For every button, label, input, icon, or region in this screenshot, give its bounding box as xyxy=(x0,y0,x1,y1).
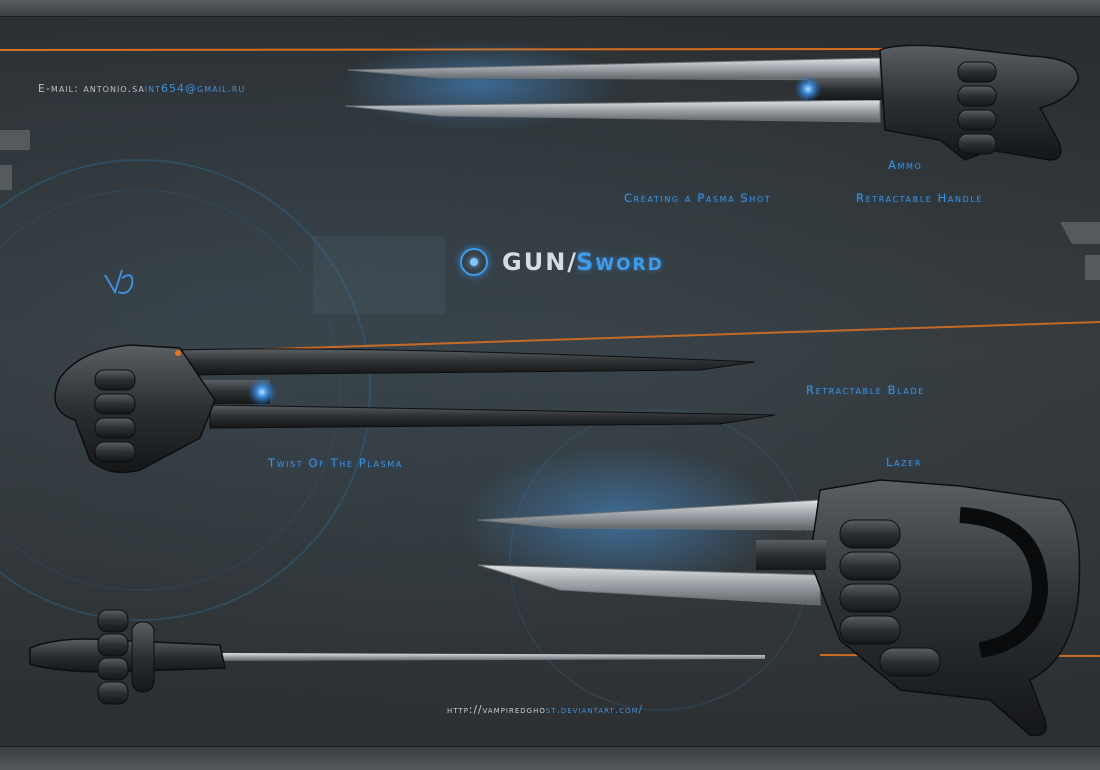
weapon-middle xyxy=(54,344,776,474)
bottom-frame-bar xyxy=(0,746,1100,770)
label-plasma-shot: Creating a Pasma Shot xyxy=(624,191,772,205)
laser-line-middle xyxy=(179,321,1100,353)
blade-middle-lower xyxy=(209,404,776,429)
right-chevron xyxy=(1060,222,1100,280)
page-title: GUN/Sword xyxy=(460,244,664,280)
blade-top-lower xyxy=(344,99,881,123)
footer-url: http://vampiredghost.deviantart.com/ xyxy=(447,704,643,716)
top-frame-bar xyxy=(0,0,1100,17)
laser-emitter-middle xyxy=(175,350,181,356)
email-text-part2: int654@gmail.ru xyxy=(144,82,246,95)
glow-middle xyxy=(247,377,277,407)
blade-large-lower xyxy=(477,564,821,606)
weapon-bottom xyxy=(29,609,765,705)
title-accent: Sword xyxy=(576,248,664,276)
handle-bottom xyxy=(29,638,226,673)
title-separator: / xyxy=(567,248,577,276)
label-retractable-handle: Retractable Handle xyxy=(856,191,984,205)
ammo-cylinder-bottom xyxy=(97,609,155,705)
info-panel xyxy=(313,236,445,314)
url-text-part2: st.deviantart.com/ xyxy=(545,704,644,716)
barrel-top xyxy=(808,78,888,100)
ammo-cylinder-top xyxy=(957,61,997,155)
bg-ring-outer xyxy=(0,159,371,621)
ammo-cylinder-middle xyxy=(94,369,136,463)
blade-middle-upper xyxy=(179,348,756,376)
signature-logo xyxy=(104,269,134,295)
weapon-large xyxy=(477,479,1081,737)
label-twist-plasma: Twist Of The Plasma xyxy=(268,456,403,470)
label-lazer: Lazer xyxy=(886,455,922,469)
handle-grip-large xyxy=(959,507,1049,658)
blade-bottom xyxy=(220,653,765,661)
barrel-large xyxy=(756,540,826,570)
email-text-part1: E-mail: antonio.sa xyxy=(38,82,145,95)
url-text-part1: http://vampiredgho xyxy=(447,704,546,716)
contact-email: E-mail: antonio.saint654@gmail.ru xyxy=(38,82,245,95)
label-ammo: Ammo xyxy=(888,158,923,172)
weapon-top xyxy=(344,44,1079,161)
power-icon xyxy=(460,248,488,276)
left-chevron xyxy=(0,130,30,190)
ammo-cylinder-large xyxy=(839,519,941,677)
glow-top xyxy=(794,75,822,103)
title-main: GUN xyxy=(502,248,568,276)
label-retractable-blade: Retractable Blade xyxy=(806,383,925,397)
bg-ring-inner xyxy=(0,189,341,591)
